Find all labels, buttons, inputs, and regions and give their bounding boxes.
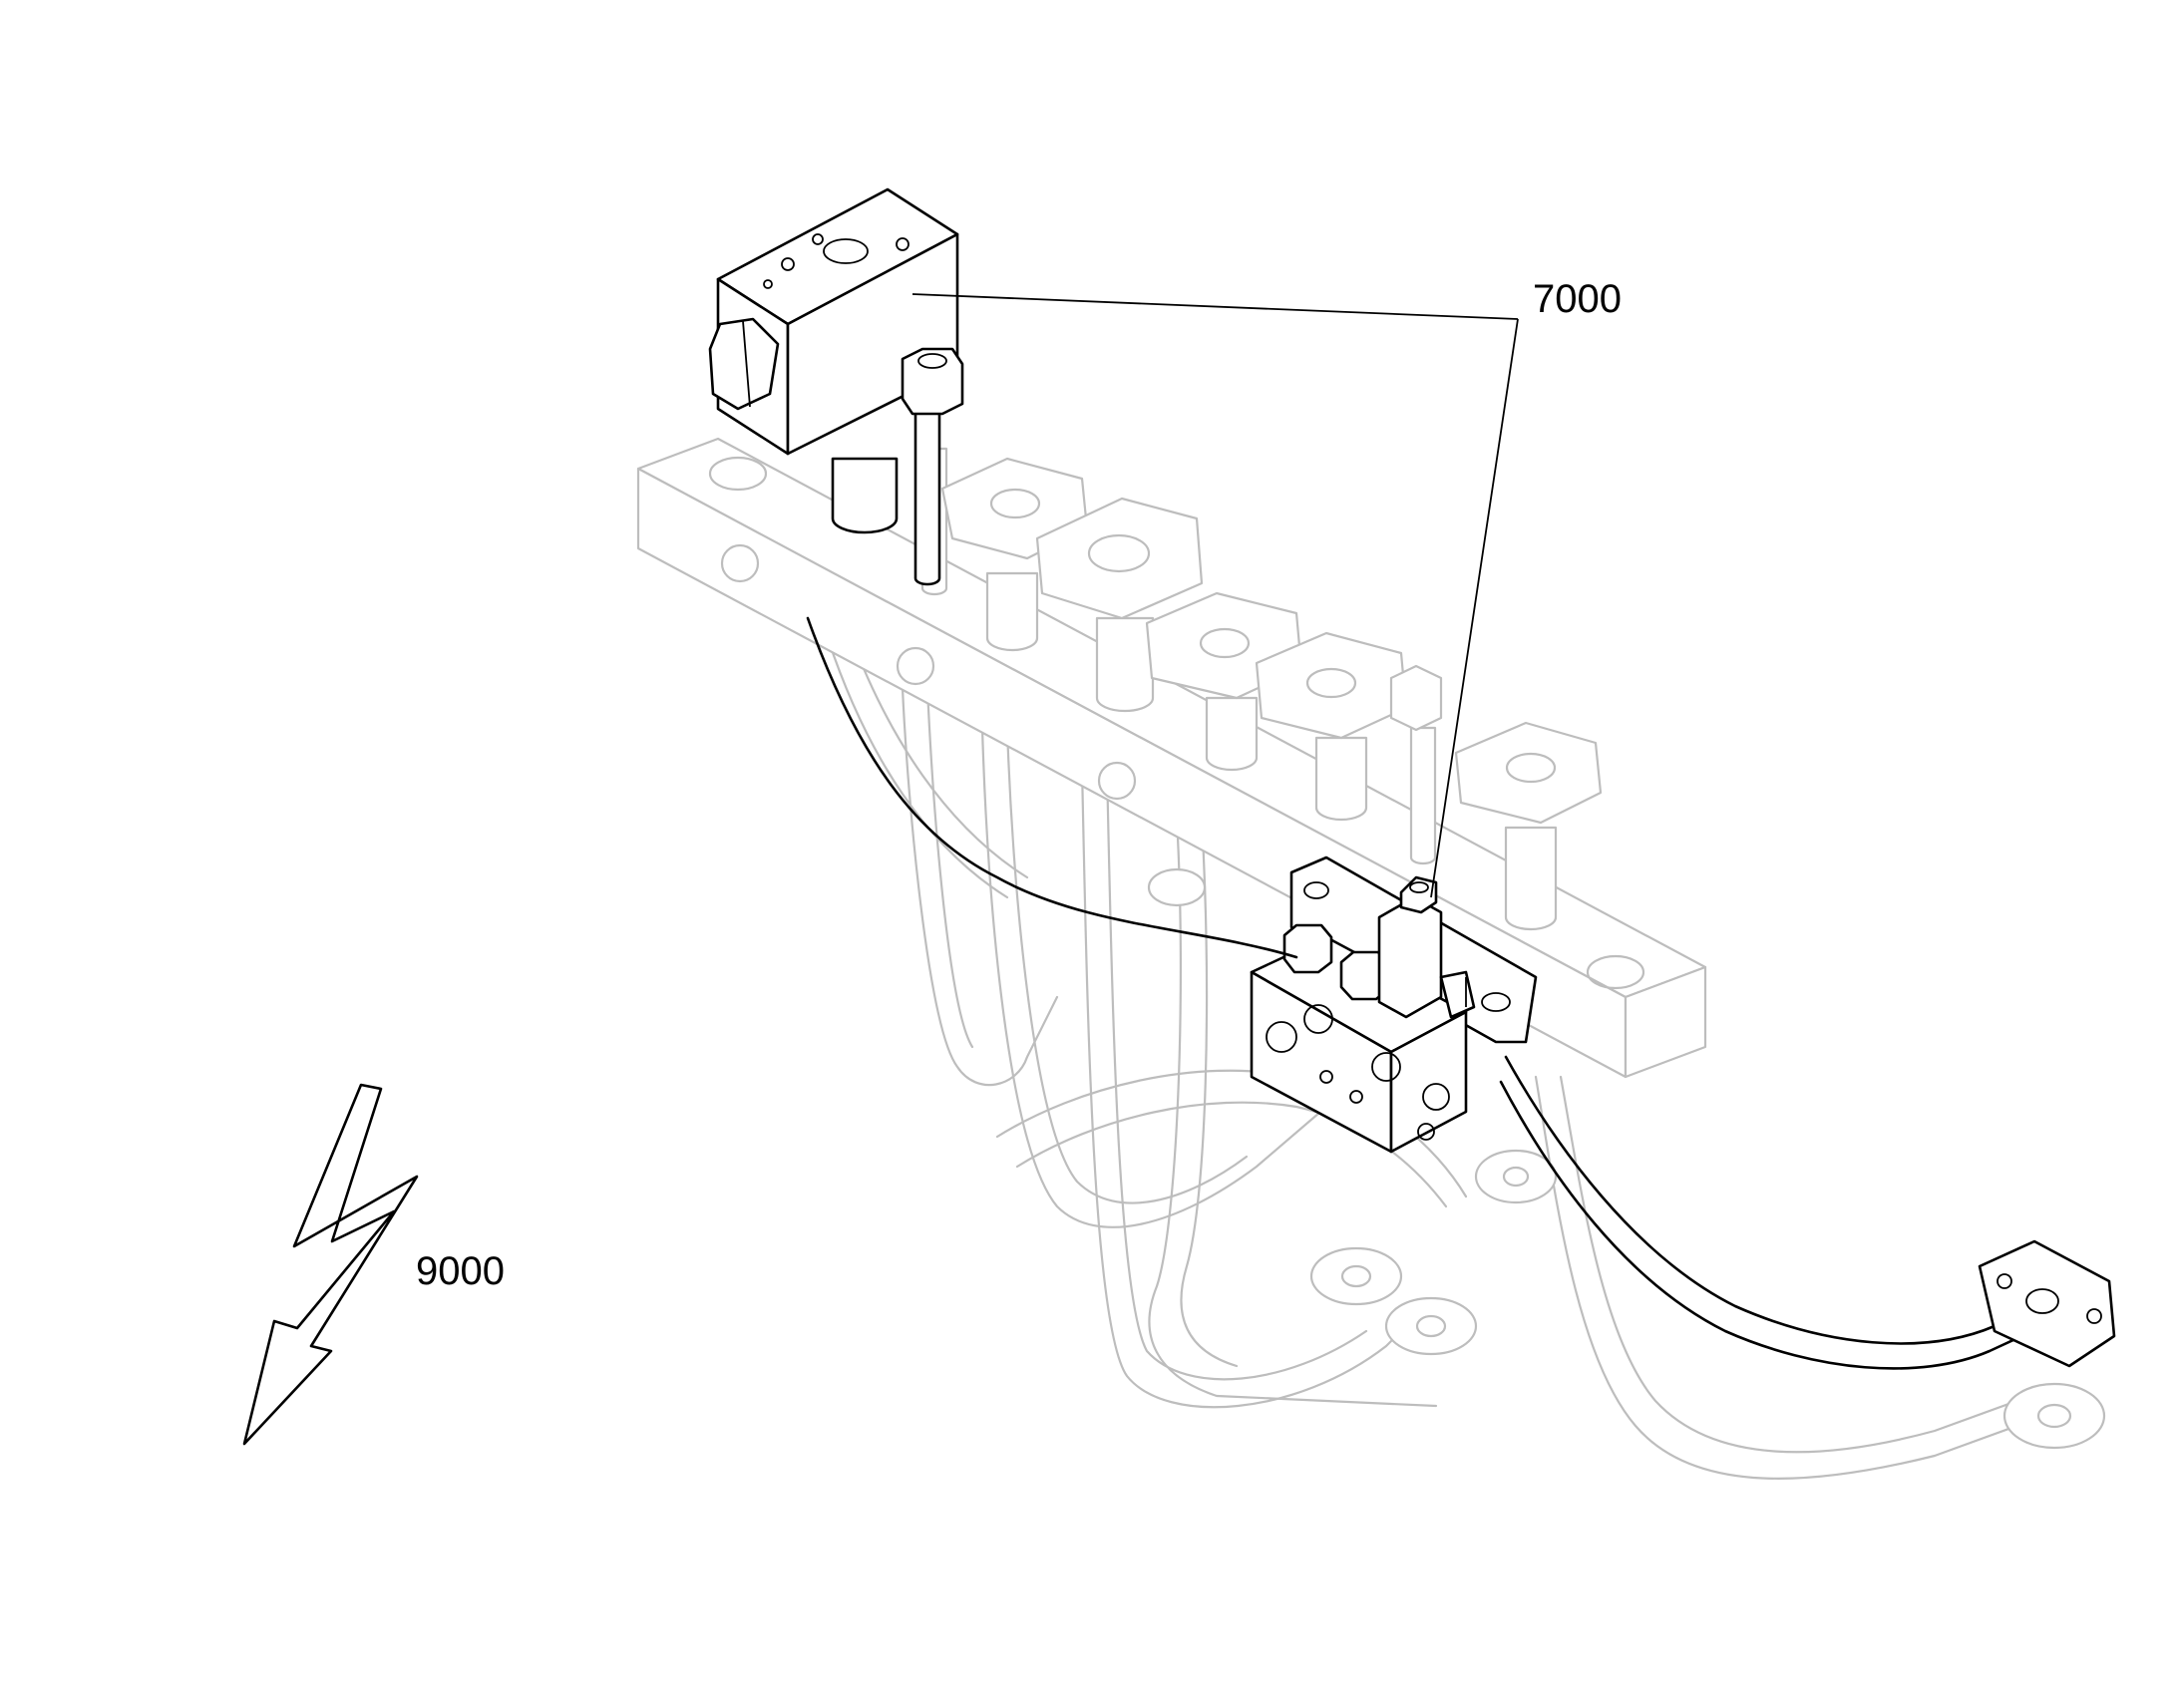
background-hoses: [826, 626, 2106, 1480]
lightning-bolt-icon: [242, 1083, 419, 1446]
callout-7000: 7000: [1533, 277, 1622, 321]
upper-valve-block: [708, 187, 964, 586]
lower-valve-block: [1250, 855, 1538, 1154]
manifold-risers: [920, 447, 1603, 931]
callout-9000: 9000: [416, 1249, 505, 1293]
highlighted-hose: [806, 616, 2116, 1370]
callout-7000-leaders: [911, 293, 1519, 898]
